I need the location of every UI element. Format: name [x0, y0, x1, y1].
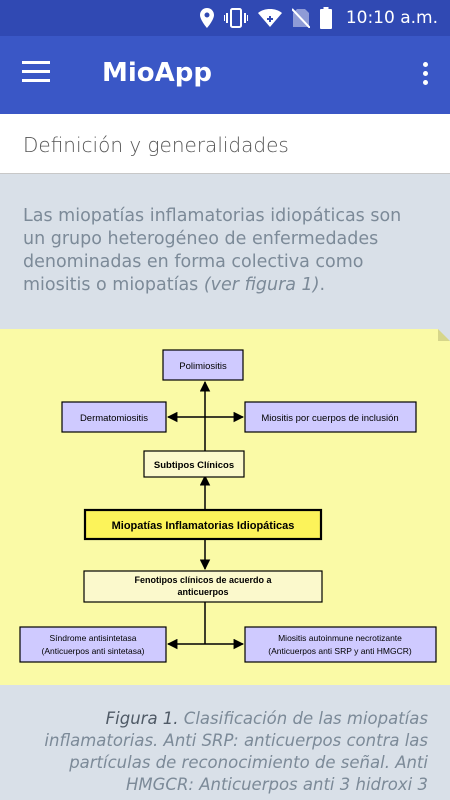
- figure-caption: Figura 1. Clasificación de las miopatías…: [30, 708, 428, 796]
- label-fenotipos-1: Fenotipos clínicos de acuerdo a: [134, 575, 272, 585]
- figure-1: Polimiositis Dermatomiositis Miositis po…: [0, 329, 450, 685]
- location-icon: [199, 8, 214, 28]
- app-bar: MioApp: [0, 36, 450, 114]
- section-title: Definición y generalidades: [23, 133, 289, 157]
- battery-icon: [319, 7, 332, 29]
- label-necrotizante-2: (Anticuerpos anti SRP y anti HMGCR): [268, 646, 412, 656]
- label-antisintetasa-1: Síndrome antisintetasa: [50, 633, 137, 643]
- label-fenotipos-2: anticuerpos: [177, 587, 228, 597]
- status-icons: 10:10 a.m.: [199, 6, 438, 30]
- box-mii: Miopatías Inflamatorias Idiopáticas: [83, 508, 323, 541]
- box-fenotipos: Fenotipos clínicos de acuerdo a anticuer…: [83, 570, 323, 603]
- label-subtipos: Subtipos Clínicos: [154, 460, 234, 471]
- box-dermatomiositis: Dermatomiositis: [61, 401, 167, 433]
- box-necrotizante: Miositis autoinmune necrotizante (Anticu…: [244, 626, 437, 663]
- intro-text: Las miopatías inflamatorias idiopáticas …: [23, 206, 402, 295]
- label-cuerpos-inclusion: Miositis por cuerpos de inclusión: [261, 413, 398, 424]
- box-polimiositis: Polimiositis: [162, 349, 244, 381]
- box-subtipos: Subtipos Clínicos: [143, 450, 245, 478]
- label-antisintetasa-2: (Anticuerpos anti sintetasa): [42, 646, 145, 656]
- figure-reference: (ver figura 1): [203, 275, 320, 295]
- diagram-connectors: [166, 380, 245, 650]
- app-title: MioApp: [102, 58, 212, 88]
- label-polimiositis: Polimiositis: [179, 361, 227, 372]
- intro-paragraph: Las miopatías inflamatorias idiopáticas …: [23, 205, 428, 297]
- label-mii: Miopatías Inflamatorias Idiopáticas: [112, 520, 295, 532]
- vibrate-icon: [223, 8, 248, 28]
- box-cuerpos-inclusion: Miositis por cuerpos de inclusión: [244, 401, 417, 433]
- caption-text: Clasificación de las miopatías inflamato…: [44, 709, 428, 794]
- label-necrotizante-1: Miositis autoinmune necrotizante: [278, 633, 402, 643]
- no-sim-icon: [291, 8, 310, 28]
- intro-end: .: [319, 275, 326, 295]
- label-dermatomiositis: Dermatomiositis: [80, 413, 148, 424]
- classification-diagram: Polimiositis Dermatomiositis Miositis po…: [19, 349, 437, 663]
- more-vert-icon[interactable]: [420, 62, 430, 90]
- page-fold: [438, 329, 450, 341]
- section-header: Definición y generalidades: [0, 114, 450, 174]
- status-time: 10:10 a.m.: [345, 8, 438, 28]
- caption-label: Figura 1.: [105, 709, 179, 728]
- hamburger-icon[interactable]: [22, 61, 56, 89]
- box-antisintetasa: Síndrome antisintetasa (Anticuerpos anti…: [19, 626, 167, 663]
- status-bar: 10:10 a.m.: [0, 0, 450, 36]
- wifi-icon: [257, 9, 282, 27]
